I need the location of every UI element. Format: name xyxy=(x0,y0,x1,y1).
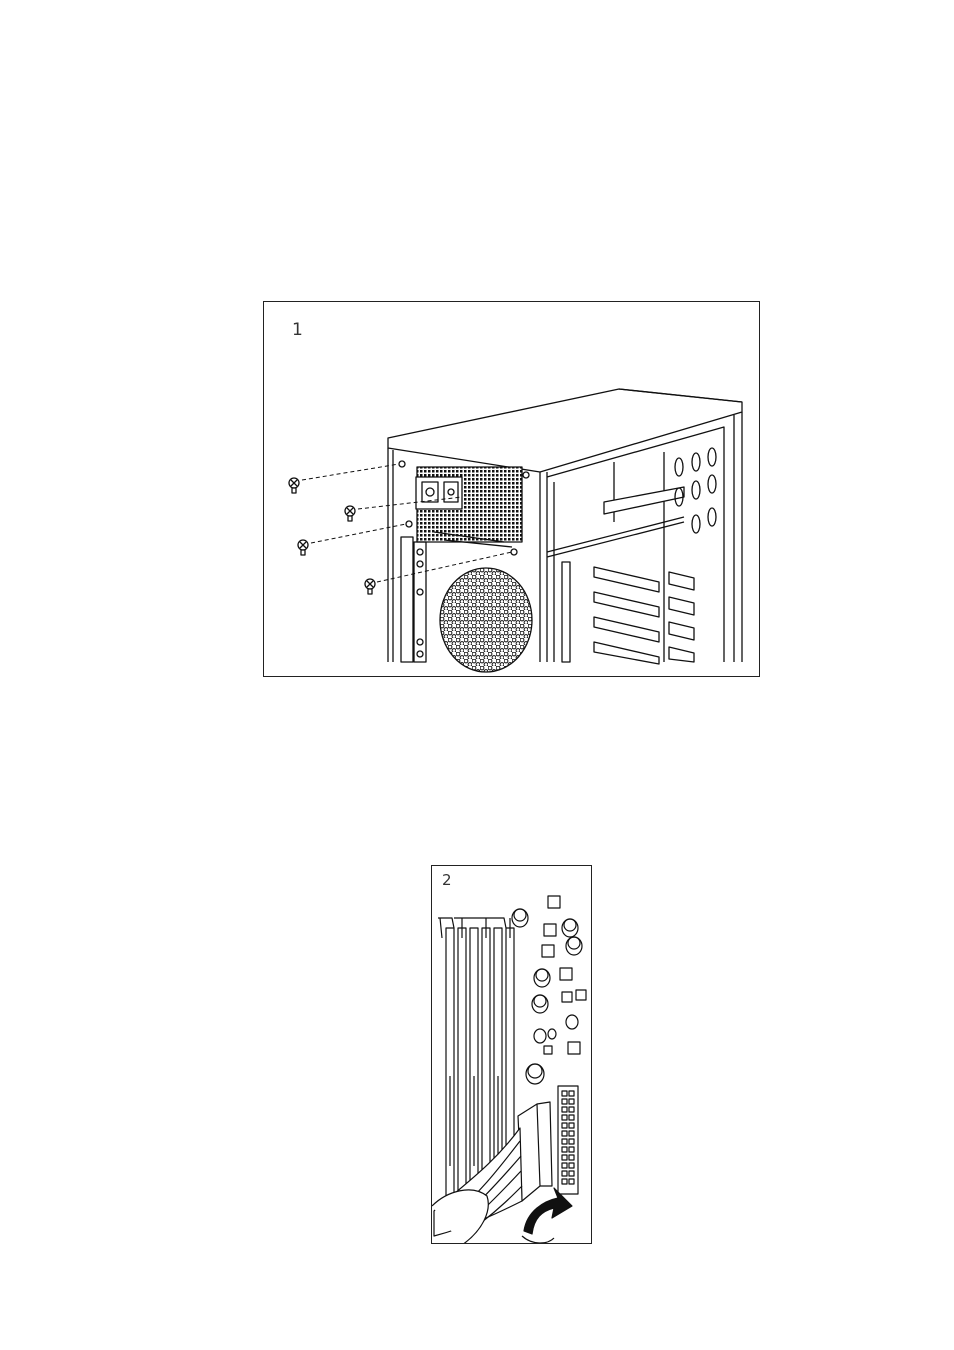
figure-2: 2 xyxy=(431,865,592,1244)
figure-1: 1 xyxy=(263,301,760,677)
atx-power-connector-illustration xyxy=(432,866,592,1244)
psu-screw-installation-illustration xyxy=(264,302,760,677)
